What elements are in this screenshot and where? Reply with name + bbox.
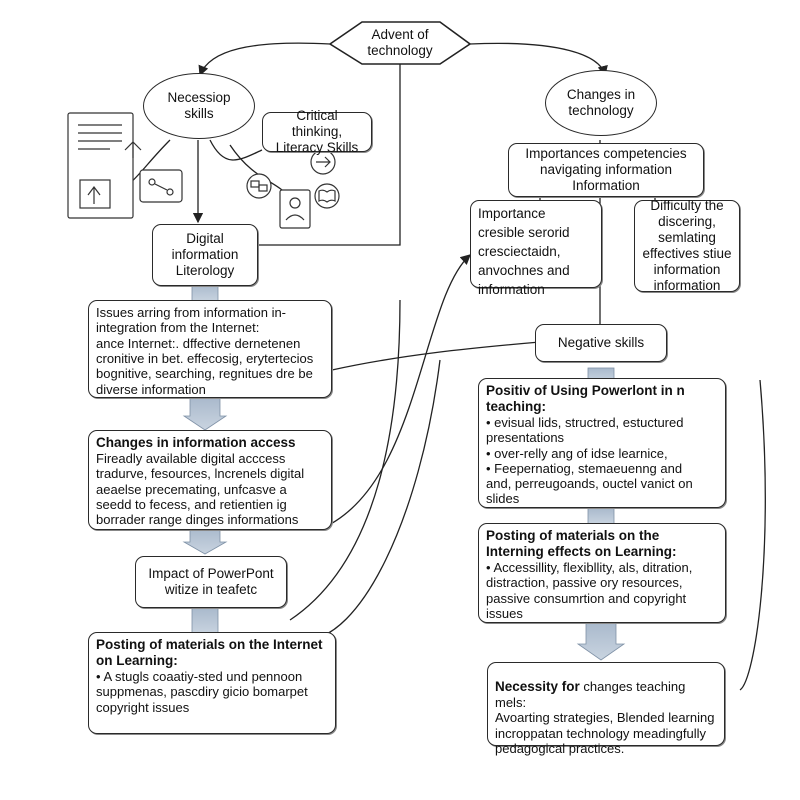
importances-label: Importances competencies navigating info… bbox=[525, 146, 687, 193]
necessity-body: changes teaching mels: Avoarting strateg… bbox=[495, 679, 715, 756]
necessity-node: Necessity for changes teaching mels: Avo… bbox=[487, 662, 725, 756]
importance-credible-node: Importance cresible serorid cresciectaid… bbox=[470, 200, 602, 297]
negative-skills-node: Negative skills bbox=[535, 324, 667, 362]
negative-skills-label: Negative skills bbox=[557, 335, 645, 351]
book-icon bbox=[314, 183, 340, 209]
importances-node: Importances competencies navigating info… bbox=[508, 143, 704, 197]
necessary-skills-ellipse: Necessiop skills bbox=[143, 73, 255, 139]
changes-technology-ellipse: Changes in technology bbox=[545, 70, 657, 136]
importance-credible-label: Importance cresible serorid cresciectaid… bbox=[478, 206, 570, 297]
posting-left-title: Posting of materials on the Internet on … bbox=[96, 637, 323, 668]
issues-body: ance Internet:. dffective dernetenen cro… bbox=[96, 335, 314, 397]
posting-right-body: • Accessillity, flexibllity, als, ditrat… bbox=[486, 559, 693, 621]
impact-label: Impact of PowerPont witize in teafetc bbox=[148, 566, 274, 597]
necessity-title: Necessity for bbox=[495, 679, 580, 694]
advent-label: Advent of technology bbox=[367, 27, 433, 58]
impact-powerpoint-node: Impact of PowerPont witize in teafetc bbox=[135, 556, 287, 608]
posting-right-node: Posting of materials on the Interning ef… bbox=[478, 523, 726, 623]
posting-left-body: • A stugls coaatiy-sted und pennoon supp… bbox=[96, 668, 308, 715]
positiv-title: Positiv of Using Powerlont in n teaching… bbox=[486, 383, 685, 414]
document-icon bbox=[67, 112, 134, 219]
changes-access-title: Changes in information access bbox=[96, 435, 296, 450]
chat-icon bbox=[246, 173, 272, 199]
necessary-skills-label: Necessiop skills bbox=[167, 90, 231, 121]
flow-arrow-blocks bbox=[182, 283, 626, 661]
posting-right-title: Posting of materials on the Interning ef… bbox=[486, 528, 677, 559]
network-icon bbox=[139, 169, 183, 203]
difficulty-label: Difficulty the discering, semlating effe… bbox=[642, 198, 732, 293]
digital-literacy-node: Digital information Literology bbox=[152, 224, 258, 286]
changes-access-node: Changes in information access Fireadly a… bbox=[88, 430, 332, 530]
digital-literacy-label: Digital information Literology bbox=[171, 231, 239, 278]
critical-thinking-label: Critical thinking, Literacy Skills bbox=[275, 108, 359, 155]
profile-icon bbox=[279, 189, 311, 229]
advent-node: Advent of technology bbox=[350, 22, 450, 64]
issues-title: Issues arring from information in- integ… bbox=[96, 305, 287, 336]
positiv-body: • evisual lids, structred, estuctured pr… bbox=[486, 414, 693, 507]
issues-node: Issues arring from information in- integ… bbox=[88, 300, 332, 398]
positiv-powerpoint-node: Positiv of Using Powerlont in n teaching… bbox=[478, 378, 726, 508]
critical-thinking-node: Critical thinking, Literacy Skills bbox=[262, 108, 372, 155]
changes-technology-label: Changes in technology bbox=[566, 87, 636, 118]
changes-access-body: Fireadly available digital acccess tradu… bbox=[96, 450, 305, 528]
posting-left-node: Posting of materials on the Internet on … bbox=[88, 632, 336, 734]
difficulty-node: Difficulty the discering, semlating effe… bbox=[634, 198, 740, 293]
upload-icon bbox=[124, 141, 142, 158]
